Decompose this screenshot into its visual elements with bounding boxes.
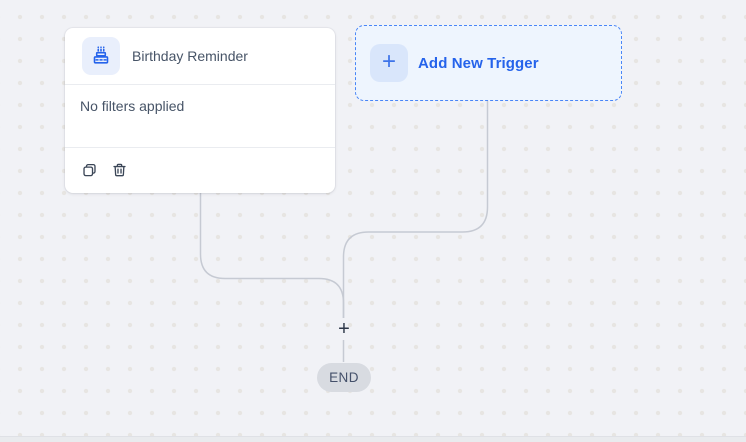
- trigger-node-card[interactable]: Birthday Reminder No filters applied: [65, 28, 335, 193]
- add-action-plus-button[interactable]: +: [338, 318, 350, 340]
- birthday-cake-icon: [82, 37, 120, 75]
- trigger-card-footer: [65, 148, 335, 193]
- plus-icon: +: [370, 44, 408, 82]
- trash-icon[interactable]: [111, 162, 128, 179]
- add-trigger-label: Add New Trigger: [418, 54, 539, 72]
- copy-icon[interactable]: [81, 162, 98, 179]
- trigger-card-header: Birthday Reminder: [65, 28, 335, 85]
- connector-from-add-trigger: [342, 101, 489, 318]
- end-node: END: [317, 363, 371, 392]
- add-new-trigger-button[interactable]: + Add New Trigger: [355, 25, 622, 101]
- trigger-title: Birthday Reminder: [132, 48, 248, 64]
- connector-from-trigger-card: [199, 193, 345, 318]
- canvas-bottom-edge: [0, 436, 746, 442]
- trigger-filters-text: No filters applied: [80, 98, 185, 114]
- trigger-card-body: No filters applied: [65, 85, 335, 148]
